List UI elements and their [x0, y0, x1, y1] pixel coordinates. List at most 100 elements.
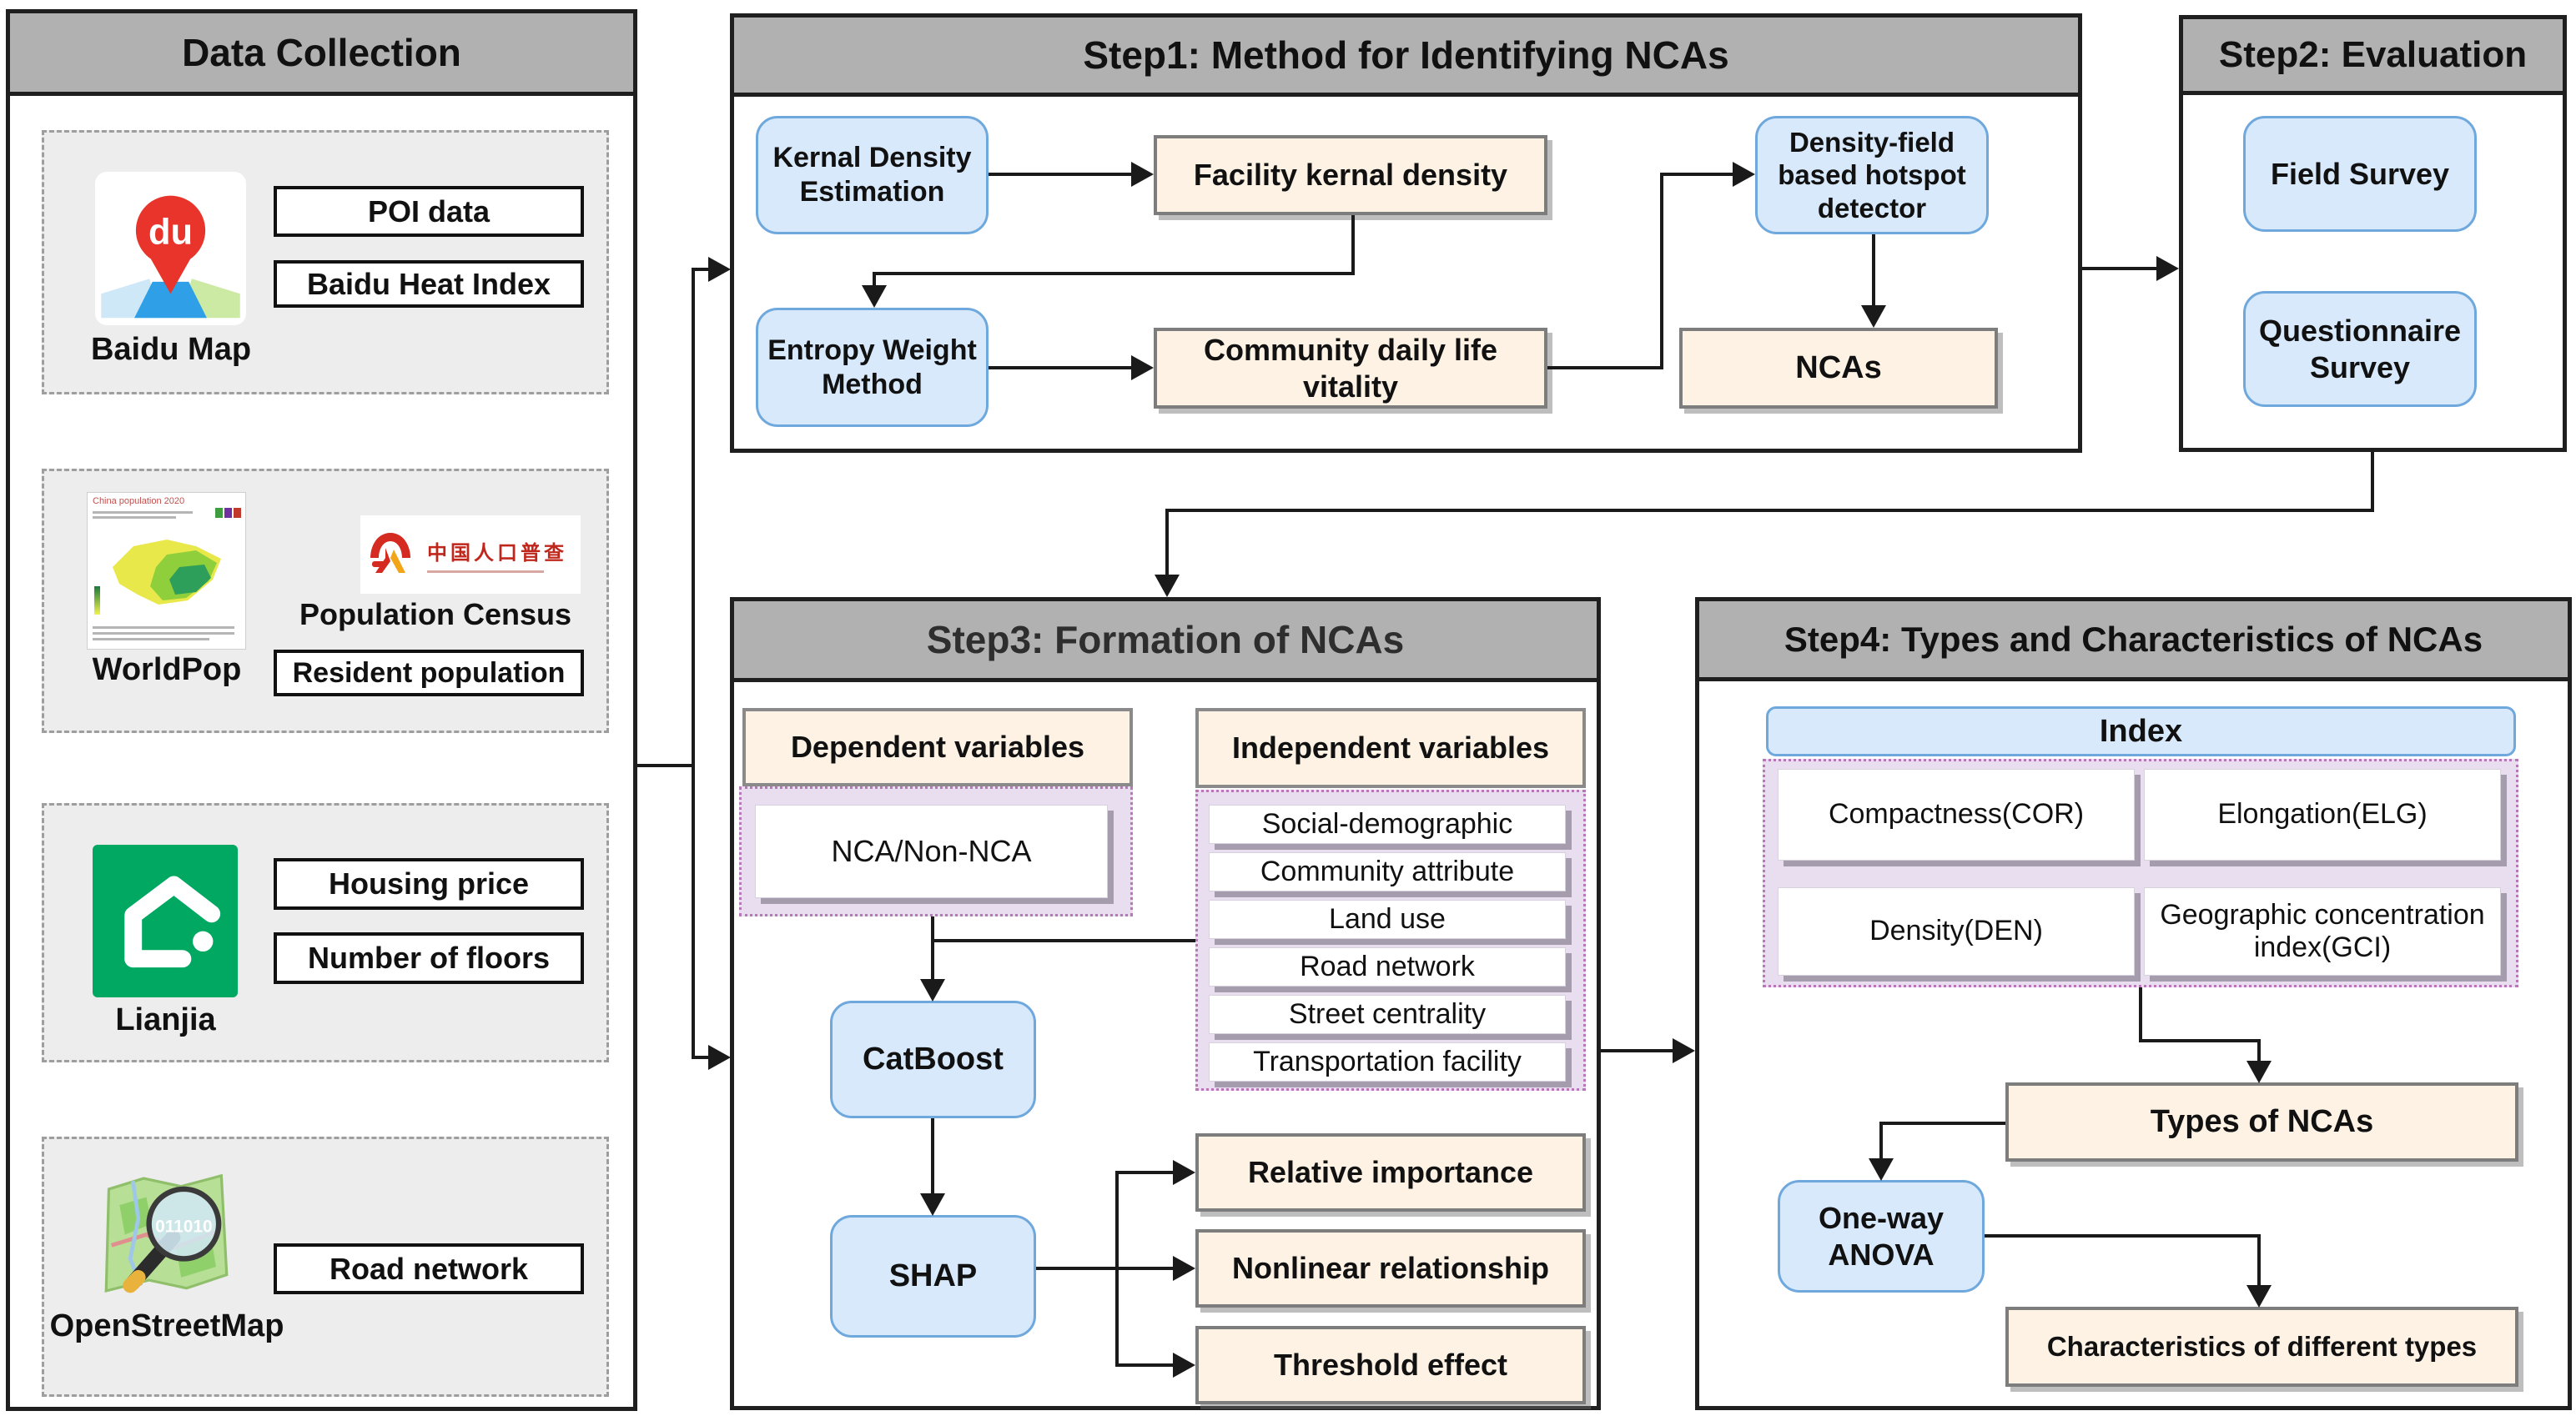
characteristics-label: Characteristics of different types	[2046, 1331, 2478, 1363]
worldpop-legend-chips	[215, 508, 241, 518]
arrowhead-into-step3	[708, 1045, 731, 1070]
arrowhead-into-characteristics	[2246, 1285, 2272, 1308]
connector-shap-branch-vertical	[1115, 1171, 1119, 1367]
street-centrality-label: Street centrality	[1288, 997, 1487, 1030]
road-network-item-label: Road network	[1300, 950, 1475, 982]
arrowhead-nonlinear	[1173, 1256, 1195, 1281]
openstreetmap-label: OpenStreetMap	[49, 1308, 284, 1343]
connector-shap-to-threshold	[1115, 1363, 1174, 1367]
connector-facility-left	[873, 272, 1355, 275]
arrowhead-into-anova	[1869, 1158, 1894, 1181]
threshold-effect-label: Threshold effect	[1273, 1348, 1508, 1383]
baidu-pin-text: du	[148, 213, 193, 253]
housing-price-label: Housing price	[328, 866, 530, 901]
step3-title: Step3: Formation of NCAs	[926, 618, 1405, 661]
arrowhead-into-types	[2246, 1061, 2272, 1083]
connector-step3-top-down	[1165, 509, 1169, 575]
census-emblem-icon	[370, 533, 410, 573]
connector-anova-right	[1985, 1234, 2261, 1238]
shap-box: SHAP	[830, 1215, 1036, 1338]
connector-independent-branch	[931, 939, 1195, 942]
shap-label: SHAP	[888, 1258, 978, 1293]
arrowhead-into-entropy	[862, 285, 887, 308]
road-network-label: Road network	[329, 1251, 529, 1286]
connector-index-down	[2139, 987, 2142, 1041]
connector-datacollection-out	[637, 764, 693, 767]
compactness-label: Compactness(COR)	[1828, 798, 2085, 831]
connector-branch-vertical	[692, 268, 695, 1059]
connector-vitality-right	[1547, 366, 1663, 369]
arrowhead-threshold	[1173, 1353, 1195, 1378]
kde-box: Kernal Density Estimation	[756, 116, 989, 234]
number-of-floors-box: Number of floors	[274, 932, 584, 984]
community-vitality-label: Community daily life vitality	[1203, 333, 1498, 404]
independent-variables-label: Independent variables	[1231, 731, 1550, 766]
baidu-heat-index-label: Baidu Heat Index	[306, 266, 551, 301]
step3-header: Step3: Formation of NCAs	[734, 601, 1597, 682]
index-header-label: Index	[2099, 713, 2183, 749]
characteristics-box: Characteristics of different types	[2005, 1307, 2518, 1387]
ncas-box: NCAs	[1679, 328, 1998, 409]
connector-shap-out	[1036, 1267, 1119, 1270]
connector-entropy-vitality	[989, 366, 1132, 369]
questionnaire-survey-box: Questionnaire Survey	[2243, 291, 2477, 407]
independent-item-row: Road network	[1209, 947, 1566, 987]
population-census-label: Population Census	[299, 597, 572, 631]
lianjia-label: Lianjia	[115, 1002, 216, 1037]
connector-kde-facility	[989, 173, 1132, 176]
arrowhead-hotspot-ncas	[1861, 305, 1886, 328]
china-population-map	[94, 540, 221, 615]
arrowhead-relative-importance	[1173, 1160, 1195, 1185]
connector-hotspot-ncas	[1872, 234, 1875, 306]
independent-item-row: Street centrality	[1209, 995, 1566, 1034]
connector-types-left	[1879, 1122, 2005, 1125]
connector-nca-catboost	[931, 916, 934, 980]
types-of-ncas-box: Types of NCAs	[2005, 1082, 2518, 1162]
facility-kernal-density-label: Facility kernal density	[1193, 158, 1508, 193]
facility-kernal-density-box: Facility kernal density	[1154, 135, 1547, 215]
types-of-ncas-label: Types of NCAs	[2150, 1103, 2374, 1139]
catboost-box: CatBoost	[830, 1001, 1036, 1118]
community-vitality-box: Community daily life vitality	[1154, 328, 1547, 409]
connector-step3-step4	[1601, 1049, 1673, 1052]
arrowhead-step3-step4	[1673, 1038, 1695, 1063]
questionnaire-survey-label: Questionnaire Survey	[2258, 314, 2462, 384]
connector-step1-step2	[2082, 267, 2157, 270]
one-way-anova-label: One-way ANOVA	[1818, 1201, 1945, 1272]
kde-label: Kernal Density Estimation	[772, 142, 972, 208]
connector-catboost-shap	[931, 1118, 934, 1194]
connector-shap-to-relative	[1115, 1171, 1174, 1174]
connector-branch-top-stub	[692, 268, 708, 271]
connector-branch-bottom-stub	[692, 1056, 708, 1059]
gci-box: Geographic concentration index(GCI)	[2144, 887, 2501, 976]
compactness-box: Compactness(COR)	[1778, 769, 2135, 861]
data-collection-title: Data Collection	[182, 31, 461, 74]
independent-item-row: Community attribute	[1209, 852, 1566, 891]
poi-data-box: POI data	[274, 186, 584, 237]
osm-lens-binary-text: 011010	[155, 1217, 212, 1236]
arrowhead-nca-catboost	[920, 979, 945, 1002]
field-survey-box: Field Survey	[2243, 116, 2477, 232]
connector-facility-down	[1351, 215, 1355, 275]
arrowhead-entropy-vitality	[1131, 355, 1154, 380]
connector-into-entropy	[873, 272, 876, 286]
connector-into-hotspot	[1660, 173, 1733, 176]
lianjia-icon	[93, 845, 238, 997]
resident-population-box: Resident population	[274, 650, 584, 696]
independent-variables-header: Independent variables	[1195, 708, 1586, 788]
field-survey-label: Field Survey	[2270, 156, 2450, 191]
catboost-label: CatBoost	[863, 1041, 1004, 1077]
arrowhead-into-step1	[708, 257, 731, 282]
step2-header: Step2: Evaluation	[2183, 19, 2563, 95]
poi-data-label: POI data	[367, 193, 491, 228]
nonlinear-relationship-label: Nonlinear relationship	[1231, 1251, 1550, 1286]
index-header-bar: Index	[1766, 706, 2516, 756]
baidu-map-label: Baidu Map	[90, 332, 252, 367]
social-demographic-label: Social-demographic	[1261, 807, 1513, 840]
step2-title: Step2: Evaluation	[2218, 34, 2528, 75]
independent-item-row: Transportation facility	[1209, 1042, 1566, 1082]
road-network-box: Road network	[274, 1243, 584, 1294]
ncas-label: NCAs	[1795, 349, 1882, 385]
connector-vitality-up	[1660, 173, 1663, 369]
